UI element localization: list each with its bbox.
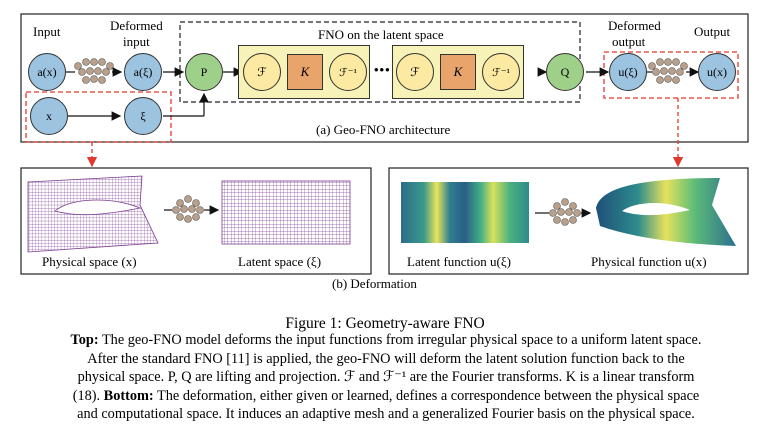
node-kernel-1: K <box>287 54 323 90</box>
label-latent-space: Latent space (ξ) <box>238 254 322 269</box>
neural-net-icon-deform <box>172 195 204 223</box>
label-physical-function: Physical function u(x) <box>591 254 707 269</box>
physical-latent-panel <box>20 167 372 275</box>
node-inverse-fourier-2: ℱ⁻¹ <box>482 53 520 91</box>
label-deformed-output-2: output <box>612 34 646 49</box>
node-u-xi: u(ξ) <box>609 53 647 91</box>
node-fourier-2: ℱ <box>396 53 434 91</box>
top-label: Top: <box>70 332 99 348</box>
physical-mesh-image <box>27 175 159 253</box>
caption-deformation: (b) Deformation <box>332 276 417 291</box>
neural-net-icon-function <box>549 198 581 226</box>
label-deformed-input-2: input <box>123 34 150 49</box>
figure-title: Figure 1: Geometry-aware FNO <box>285 315 485 332</box>
node-P: P <box>185 53 223 91</box>
node-x: x <box>30 97 68 135</box>
node-fourier-1: ℱ <box>243 53 281 91</box>
label-latent-function: Latent function u(ξ) <box>407 254 511 269</box>
latent-function-image <box>401 182 529 243</box>
label-output: Output <box>694 24 731 39</box>
bottom-label: Bottom: <box>103 387 154 404</box>
node-a-xi: a(ξ) <box>124 53 162 91</box>
label-fno-title: FNO on the latent space <box>318 27 444 42</box>
label-physical-space: Physical space (x) <box>42 254 137 269</box>
node-u-x: u(x) <box>698 53 736 91</box>
figure-caption: Top: The geo-FNO model deforms the input… <box>70 332 702 423</box>
caption-architecture: (a) Geo-FNO architecture <box>316 122 451 137</box>
label-input: Input <box>33 24 61 39</box>
label-deformed-output-1: Deformed <box>608 18 661 33</box>
function-panel <box>388 167 749 275</box>
neural-net-icon-input <box>74 58 114 84</box>
architecture-frame <box>20 13 749 143</box>
node-Q: Q <box>546 53 584 91</box>
node-xi: ξ <box>124 97 162 135</box>
node-kernel-2: K <box>440 54 476 90</box>
node-a-x: a(x) <box>28 53 66 91</box>
input-deform-highlight <box>25 91 172 143</box>
latent-grid-image <box>221 180 351 245</box>
node-inverse-fourier-1: ℱ⁻¹ <box>329 53 367 91</box>
physical-function-image <box>596 178 736 246</box>
neural-net-icon-output <box>648 58 688 84</box>
label-deformed-input-1: Deformed <box>110 18 163 33</box>
ellipsis: ••• <box>374 62 391 77</box>
